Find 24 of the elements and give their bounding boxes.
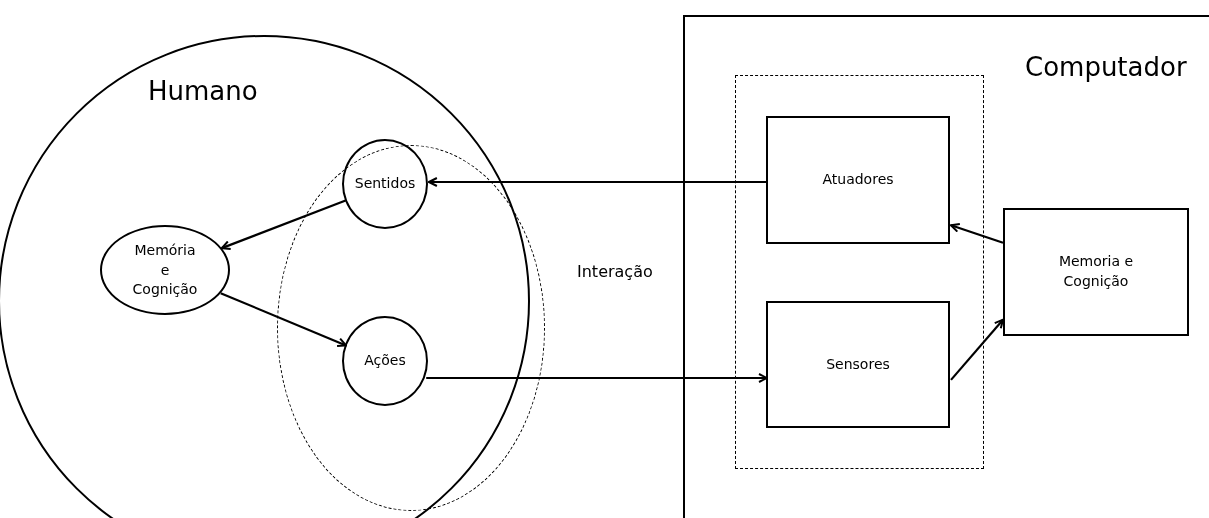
arrow xyxy=(427,177,767,187)
actuators-box xyxy=(766,116,950,244)
arrow xyxy=(220,199,346,250)
dashed-rectangle xyxy=(735,75,984,469)
node-label: Ações xyxy=(363,351,407,371)
arrow xyxy=(950,223,1004,244)
computer-panel xyxy=(683,15,1209,518)
arrow xyxy=(220,292,347,347)
memory-box xyxy=(1003,208,1189,336)
human-circle xyxy=(0,35,530,518)
senses-circle xyxy=(342,139,428,229)
node-label: Sentidos xyxy=(353,174,417,194)
actions-circle xyxy=(342,316,428,406)
arrow xyxy=(426,373,768,383)
heading: Humano xyxy=(148,75,258,108)
node-label: Atuadores xyxy=(821,170,895,190)
arrow xyxy=(950,318,1004,381)
node-label: Memoria e Cognição xyxy=(1057,252,1135,291)
heading: Computador xyxy=(1025,51,1187,84)
memory-circle xyxy=(100,225,230,315)
node-label: Memória e Cognição xyxy=(131,240,199,299)
node-label: Sensores xyxy=(825,354,891,374)
sensors-box xyxy=(766,301,950,428)
interaction-label: Interação xyxy=(577,262,653,281)
